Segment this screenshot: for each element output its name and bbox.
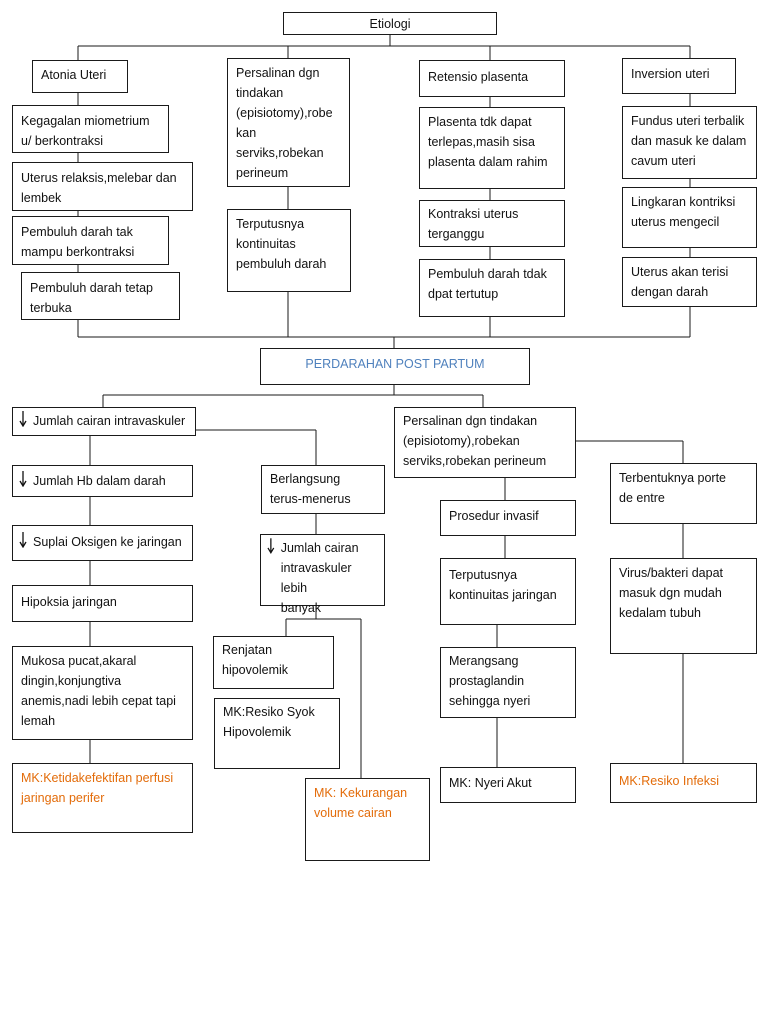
atonia-step-4: Pembuluh darah tetap terbuka: [21, 272, 180, 320]
suplai-oksigen-box: Suplai Oksigen ke jaringan: [12, 525, 193, 561]
inversion-step-2: Lingkaran kontriksi uterus mengecil: [622, 187, 757, 248]
retensio-step-2: Kontraksi uterus terganggu: [419, 200, 565, 247]
inversion-step-1: Fundus uteri terbalik dan masuk ke dalam…: [622, 106, 757, 179]
jumlah-hb-box: Jumlah Hb dalam darah: [12, 465, 193, 497]
virus-box: Virus/bakteri dapat masuk dgn mudah keda…: [610, 558, 757, 654]
mk-infeksi-box: MK:Resiko Infeksi: [610, 763, 757, 803]
renjatan-box: Renjatan hipovolemik: [213, 636, 334, 689]
cairan-banyak-label: Jumlah cairan intravaskuler lebih banyak: [280, 541, 359, 615]
jumlah-cairan-label: Jumlah cairan intravaskuler: [33, 414, 186, 428]
retensio-step-3: Pembuluh darah tdak dpat tertutup: [419, 259, 565, 317]
atonia-step-2: Uterus relaksis,melebar dan lembek: [12, 162, 193, 211]
berlangsung-box: Berlangsung terus-menerus: [261, 465, 385, 514]
merangsang-box: Merangsang prostaglandin sehingga nyeri: [440, 647, 576, 718]
terputusnya-jaringan-box: Terputusnya kontinuitas jaringan: [440, 558, 576, 625]
prosedur-invasif-box: Prosedur invasif: [440, 500, 576, 536]
porte-box: Terbentuknya porte de entre: [610, 463, 757, 524]
atonia-step-3: Pembuluh darah tak mampu berkontraksi: [12, 216, 169, 265]
suplai-oksigen-label: Suplai Oksigen ke jaringan: [33, 535, 182, 549]
atonia-step-1: Kegagalan miometrium u/ berkontraksi: [12, 105, 169, 153]
persalinan-step-1: Terputusnya kontinuitas pembuluh darah: [227, 209, 351, 292]
mk-nyeri-box: MK: Nyeri Akut: [440, 767, 576, 803]
cairan-banyak-box: Jumlah cairan intravaskuler lebih banyak: [260, 534, 385, 615]
perdarahan-post-partum-box: PERDARAHAN POST PARTUM: [260, 348, 530, 385]
inversion-step-3: Uterus akan terisi dengan darah: [622, 257, 757, 307]
arrow-down-icon: [267, 538, 275, 554]
retensio-step-1: Plasenta tdk dapat terlepas,masih sisa p…: [419, 107, 565, 189]
persalinan-right-box: Persalinan dgn tindakan (episiotomy),rob…: [394, 407, 576, 478]
persalinan-box: Persalinan dgn tindakan (episiotomy),rob…: [227, 58, 350, 187]
retensio-plasenta-box: Retensio plasenta: [419, 60, 565, 97]
atonia-uteri-box: Atonia Uteri: [32, 60, 128, 93]
mukosa-box: Mukosa pucat,akaral dingin,konjungtiva a…: [12, 646, 193, 740]
jumlah-hb-label: Jumlah Hb dalam darah: [33, 474, 166, 488]
mk-perfusi-box: MK:Ketidakefektifan perfusi jaringan per…: [12, 763, 193, 833]
mk-syok-box: MK:Resiko Syok Hipovolemik: [214, 698, 340, 769]
arrow-down-icon: [19, 532, 27, 548]
arrow-down-icon: [19, 411, 27, 427]
mk-cairan-box: MK: Kekurangan volume cairan: [305, 778, 430, 861]
etiologi-box: Etiologi: [283, 12, 497, 35]
hipoksia-box: Hipoksia jaringan: [12, 585, 193, 622]
jumlah-cairan-box: Jumlah cairan intravaskuler: [12, 407, 196, 436]
inversion-uteri-box: Inversion uteri: [622, 58, 736, 94]
arrow-down-icon: [19, 471, 27, 487]
